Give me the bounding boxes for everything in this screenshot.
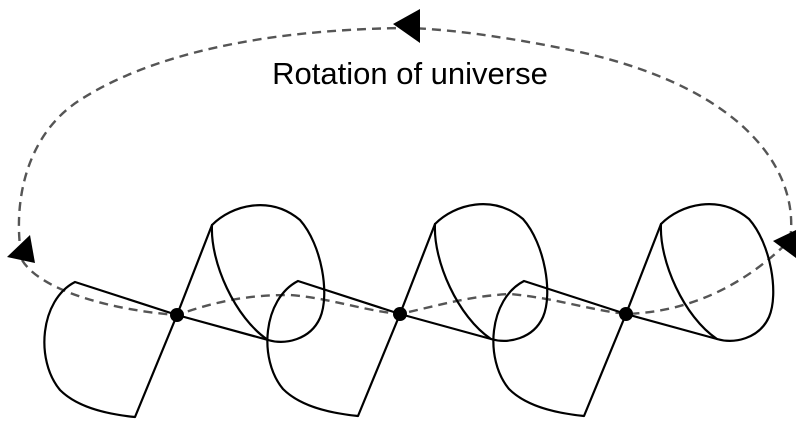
event-point-3 [619,307,633,321]
future-cone-2 [400,204,547,341]
worldline-path [22,240,790,315]
future-cone-2-rim [435,224,491,339]
light-cone-1 [44,205,324,417]
future-cone-3-rim [661,224,717,339]
rotation-label: Rotation of universe [272,56,548,91]
past-cone-2 [267,281,400,416]
future-cone-1 [177,205,324,342]
event-point-1 [170,308,184,322]
left-arrow-icon [7,235,35,263]
top-arrow-icon [393,9,420,43]
past-cone-1 [44,282,177,417]
future-cone-3 [626,204,773,341]
right-arrow-icon [773,230,796,258]
future-cone-1-rim [212,225,268,340]
event-point-2 [393,307,407,321]
